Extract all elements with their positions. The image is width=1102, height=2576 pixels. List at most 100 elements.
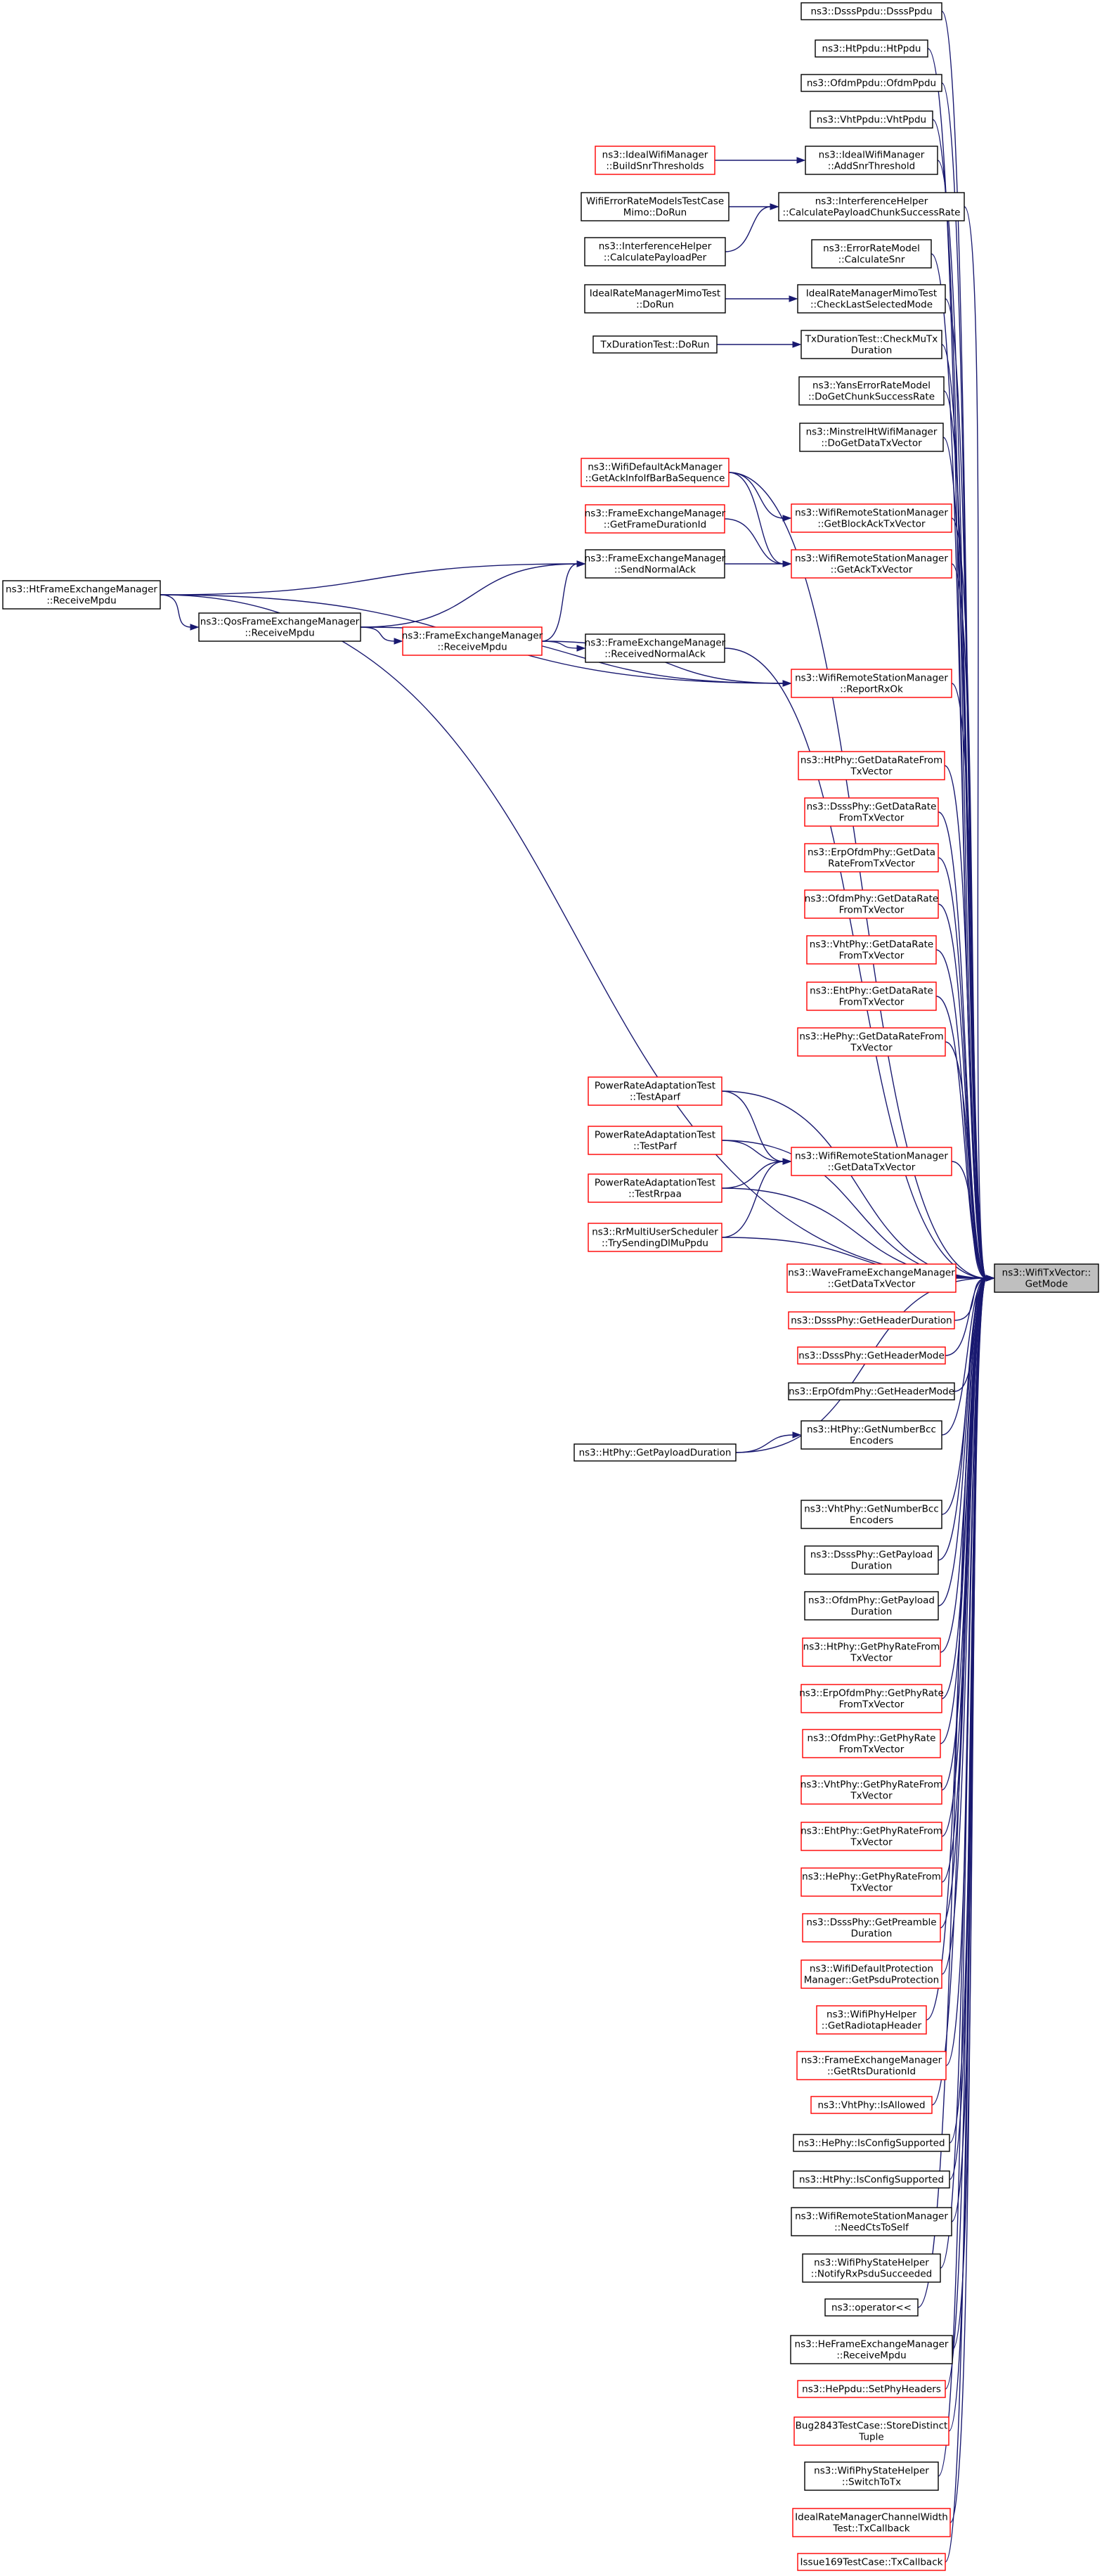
node-box[interactable] xyxy=(800,2,942,20)
node-box[interactable] xyxy=(581,192,730,221)
node-box[interactable] xyxy=(791,503,952,533)
node-idealratemanagermimotest-dorun[interactable]: IdealRateManagerMimoTest::DoRun xyxy=(584,284,726,314)
node-box[interactable] xyxy=(802,2253,941,2283)
node-box[interactable] xyxy=(810,2096,933,2114)
node-errorratemodel-calculatesnr[interactable]: ns3::ErrorRateModel::CalculateSnr xyxy=(811,239,932,269)
node-wifiphyhelper-getradiotapheader[interactable]: ns3::WifiPhyHelper::GetRadiotapHeader xyxy=(816,2005,927,2035)
node-dsssppdu-dsssppdu[interactable]: ns3::DsssPpdu::DsssPpdu xyxy=(800,2,942,20)
node-box[interactable] xyxy=(800,1684,942,1713)
node-box[interactable] xyxy=(797,1027,946,1057)
node-box[interactable] xyxy=(797,2380,946,2398)
node-wifiremotestationmanager-needctstoself[interactable]: ns3::WifiRemoteStationManager::NeedCtsTo… xyxy=(791,2207,952,2236)
node-box[interactable] xyxy=(778,192,965,221)
node-box[interactable] xyxy=(790,2335,953,2364)
node-box[interactable] xyxy=(793,2416,949,2446)
node-issue169testcase-txcallback[interactable]: Issue169TestCase::TxCallback xyxy=(797,2553,946,2571)
node-box[interactable] xyxy=(584,284,726,314)
node-dsssphy-getheaderduration[interactable]: ns3::DsssPhy::GetHeaderDuration xyxy=(788,1311,955,1329)
node-box[interactable] xyxy=(824,2298,919,2317)
node-box[interactable] xyxy=(804,2461,939,2491)
node-box[interactable] xyxy=(804,843,939,872)
node-box[interactable] xyxy=(588,1126,722,1155)
node-box[interactable] xyxy=(810,110,933,129)
node-box[interactable] xyxy=(595,146,715,175)
node-box[interactable] xyxy=(585,633,725,663)
node-wifidefaultackmanager-getackinfo[interactable]: ns3::WifiDefaultAckManager::GetAckInfoIf… xyxy=(581,458,730,487)
node-dsssphy-getheadermode[interactable]: ns3::DsssPhy::GetHeaderMode xyxy=(797,1346,946,1365)
node-htframeexchangemanager-receivempdu[interactable]: ns3::HtFrameExchangeManager::ReceiveMpdu xyxy=(2,580,161,610)
node-htppdu-htppdu[interactable]: ns3::HtPpdu::HtPpdu xyxy=(815,39,928,58)
node-txdurationtest-dorun[interactable]: TxDurationTest::DoRun xyxy=(592,335,718,354)
node-box[interactable] xyxy=(806,935,937,965)
node-box[interactable] xyxy=(800,1959,942,1989)
node-wifiphystatehelper-switchtotx[interactable]: ns3::WifiPhyStateHelper::SwitchToTx xyxy=(804,2461,939,2491)
node-box[interactable] xyxy=(788,1382,955,1400)
node-box[interactable] xyxy=(797,284,946,314)
node-box[interactable] xyxy=(788,1311,955,1329)
node-wifiremotestationmanager-reportrxok[interactable]: ns3::WifiRemoteStationManager::ReportRxO… xyxy=(791,669,952,698)
node-box[interactable] xyxy=(791,2207,952,2236)
node-box[interactable] xyxy=(588,1076,722,1106)
node-wifiremotestationmanager-getdatatxvector[interactable]: ns3::WifiRemoteStationManager::GetDataTx… xyxy=(791,1147,952,1176)
node-box[interactable] xyxy=(816,2005,927,2035)
node-box[interactable] xyxy=(804,797,939,827)
node-dsssphy-getpayloadduration[interactable]: ns3::DsssPhy::GetPayloadDuration xyxy=(804,1545,939,1575)
node-rrmultiuserscheduler-trysendingdlmuppdu[interactable]: ns3::RrMultiUserScheduler::TrySendingDlM… xyxy=(588,1223,722,1252)
node-box[interactable] xyxy=(802,1729,941,1758)
node-box[interactable] xyxy=(573,1443,737,1462)
node-idealwifimanager-addsnrthreshold[interactable]: ns3::IdealWifiManager::AddSnrThreshold xyxy=(805,146,938,175)
node-box[interactable] xyxy=(800,1822,942,1851)
node-interferencehelper-calculatepayloadper[interactable]: ns3::InterferenceHelper::CalculatePayloa… xyxy=(584,237,726,266)
node-box[interactable] xyxy=(804,1545,939,1575)
node-wifidefaultprotectionmanager-getpsduprotection[interactable]: ns3::WifiDefaultProtectionManager::GetPs… xyxy=(800,1959,942,1989)
node-box[interactable] xyxy=(588,1223,722,1252)
node-minstrelhtwifimanager-dogetdatatxvector[interactable]: ns3::MinstrelHtWifiManager::DoGetDataTxV… xyxy=(799,423,944,452)
node-idealratemanagerchannelwidthtest-txcallback[interactable]: IdealRateManagerChannelWidthTest::TxCall… xyxy=(792,2508,951,2537)
node-heppdu-setphyheaders[interactable]: ns3::HePpdu::SetPhyHeaders xyxy=(797,2380,946,2398)
node-box[interactable] xyxy=(793,2134,950,2152)
node-box[interactable] xyxy=(786,1263,957,1293)
node-box[interactable] xyxy=(800,1775,942,1805)
node-qosframeexchangemanager-receivempdu[interactable]: ns3::QosFrameExchangeManager::ReceiveMpd… xyxy=(198,612,361,642)
node-box[interactable] xyxy=(402,626,543,656)
node-box[interactable] xyxy=(805,146,938,175)
node-frameexchangemanager-getframedurationid[interactable]: ns3::FrameExchangeManager::GetFrameDurat… xyxy=(585,504,726,534)
node-frameexchangemanager-sendnormalack[interactable]: ns3::FrameExchangeManager::SendNormalAck xyxy=(585,549,726,579)
node-ofdmppdu-ofdmppdu[interactable]: ns3::OfdmPpdu::OfdmPpdu xyxy=(800,74,942,92)
node-box[interactable] xyxy=(581,458,730,487)
node-idealwifimanager-buildsnrthresholds[interactable]: ns3::IdealWifiManager::BuildSnrThreshold… xyxy=(595,146,715,175)
node-box[interactable] xyxy=(585,504,725,534)
node-box[interactable] xyxy=(802,1913,941,1943)
node-box[interactable] xyxy=(584,237,726,266)
node-frameexchangemanager-receivednormalack[interactable]: ns3::FrameExchangeManager::ReceivedNorma… xyxy=(585,633,726,663)
node-box[interactable] xyxy=(791,669,952,698)
node-box[interactable] xyxy=(798,376,945,406)
node-poweradaptationtest-testaparf[interactable]: PowerRateAdaptationTest::TestAparf xyxy=(588,1076,722,1106)
node-box[interactable] xyxy=(800,1420,942,1450)
node-poweradaptationtest-testrrpaa[interactable]: PowerRateAdaptationTest::TestRrpaa xyxy=(588,1173,722,1203)
node-box[interactable] xyxy=(815,39,928,58)
node-frameexchangemanager-receivempdu[interactable]: ns3::FrameExchangeManager::ReceiveMpdu xyxy=(402,626,543,656)
node-box[interactable] xyxy=(799,423,944,452)
node-idealratemanagermimotest-checklast[interactable]: IdealRateManagerMimoTest::CheckLastSelec… xyxy=(797,284,946,314)
node-box[interactable] xyxy=(796,2051,947,2080)
node-wifiremotestationmanager-getblockacktxvector[interactable]: ns3::WifiRemoteStationManager::GetBlockA… xyxy=(791,503,952,533)
node-box[interactable] xyxy=(994,1263,1099,1293)
